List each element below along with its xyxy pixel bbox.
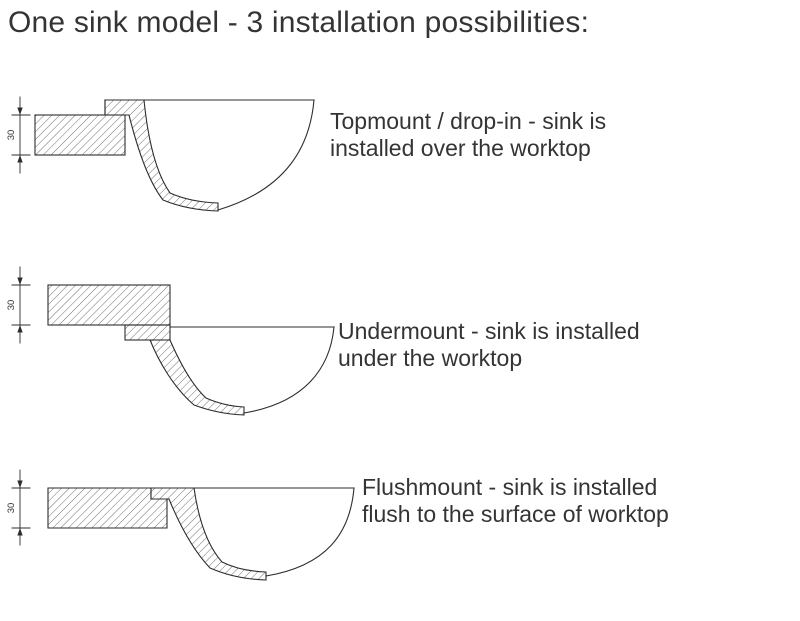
sink-wall-section [149,339,245,416]
dimension-label: 30 [6,300,17,311]
dimension-arrow-top [17,277,23,285]
dimension-30: 30 [6,469,31,546]
topmount-description: Topmount / drop-in - sink is installed o… [330,108,606,162]
dimension-label: 30 [6,130,17,141]
sink-wall-section [104,99,219,212]
undermount-description: Undermount - sink is installed under the… [338,318,640,372]
sink-bowl-arc [265,487,355,577]
topmount-description-line1: Topmount / drop-in - sink is [330,108,607,134]
worktop-section [47,487,168,529]
topmount-drawing: 30 [6,96,315,212]
flushmount-description-line1: Flushmount - sink is installed [362,474,658,500]
flushmount-description-line2: flush to the surface of worktop [362,501,669,527]
worktop-section [34,114,126,156]
sink-bowl-arc [243,326,335,414]
page-title: One sink model - 3 installation possibil… [8,6,590,39]
dimension-arrow-bottom [17,325,23,333]
sink-flange-section [124,324,171,341]
flushmount-drawing: 30 [6,469,355,581]
sink-section [124,324,335,416]
worktop-section [47,284,171,326]
undermount-drawing: 30 [6,266,335,416]
dimension-arrow-top [17,107,23,115]
sink-bowl-arc [217,99,315,211]
undermount-description-line2: under the worktop [338,345,523,371]
sink-section [104,99,315,212]
sink-section [150,487,355,581]
flushmount-description: Flushmount - sink is installed flush to … [362,474,669,528]
dimension-arrow-top [17,480,23,488]
dimension-30: 30 [6,266,31,344]
undermount-description-line1: Undermount - sink is installed [338,318,640,344]
dimension-label: 30 [6,503,17,514]
dimension-30: 30 [6,96,31,174]
topmount-description-line2: installed over the worktop [330,135,591,161]
dimension-arrow-bottom [17,528,23,536]
dimension-arrow-bottom [17,155,23,163]
sink-wall-section [150,487,267,581]
